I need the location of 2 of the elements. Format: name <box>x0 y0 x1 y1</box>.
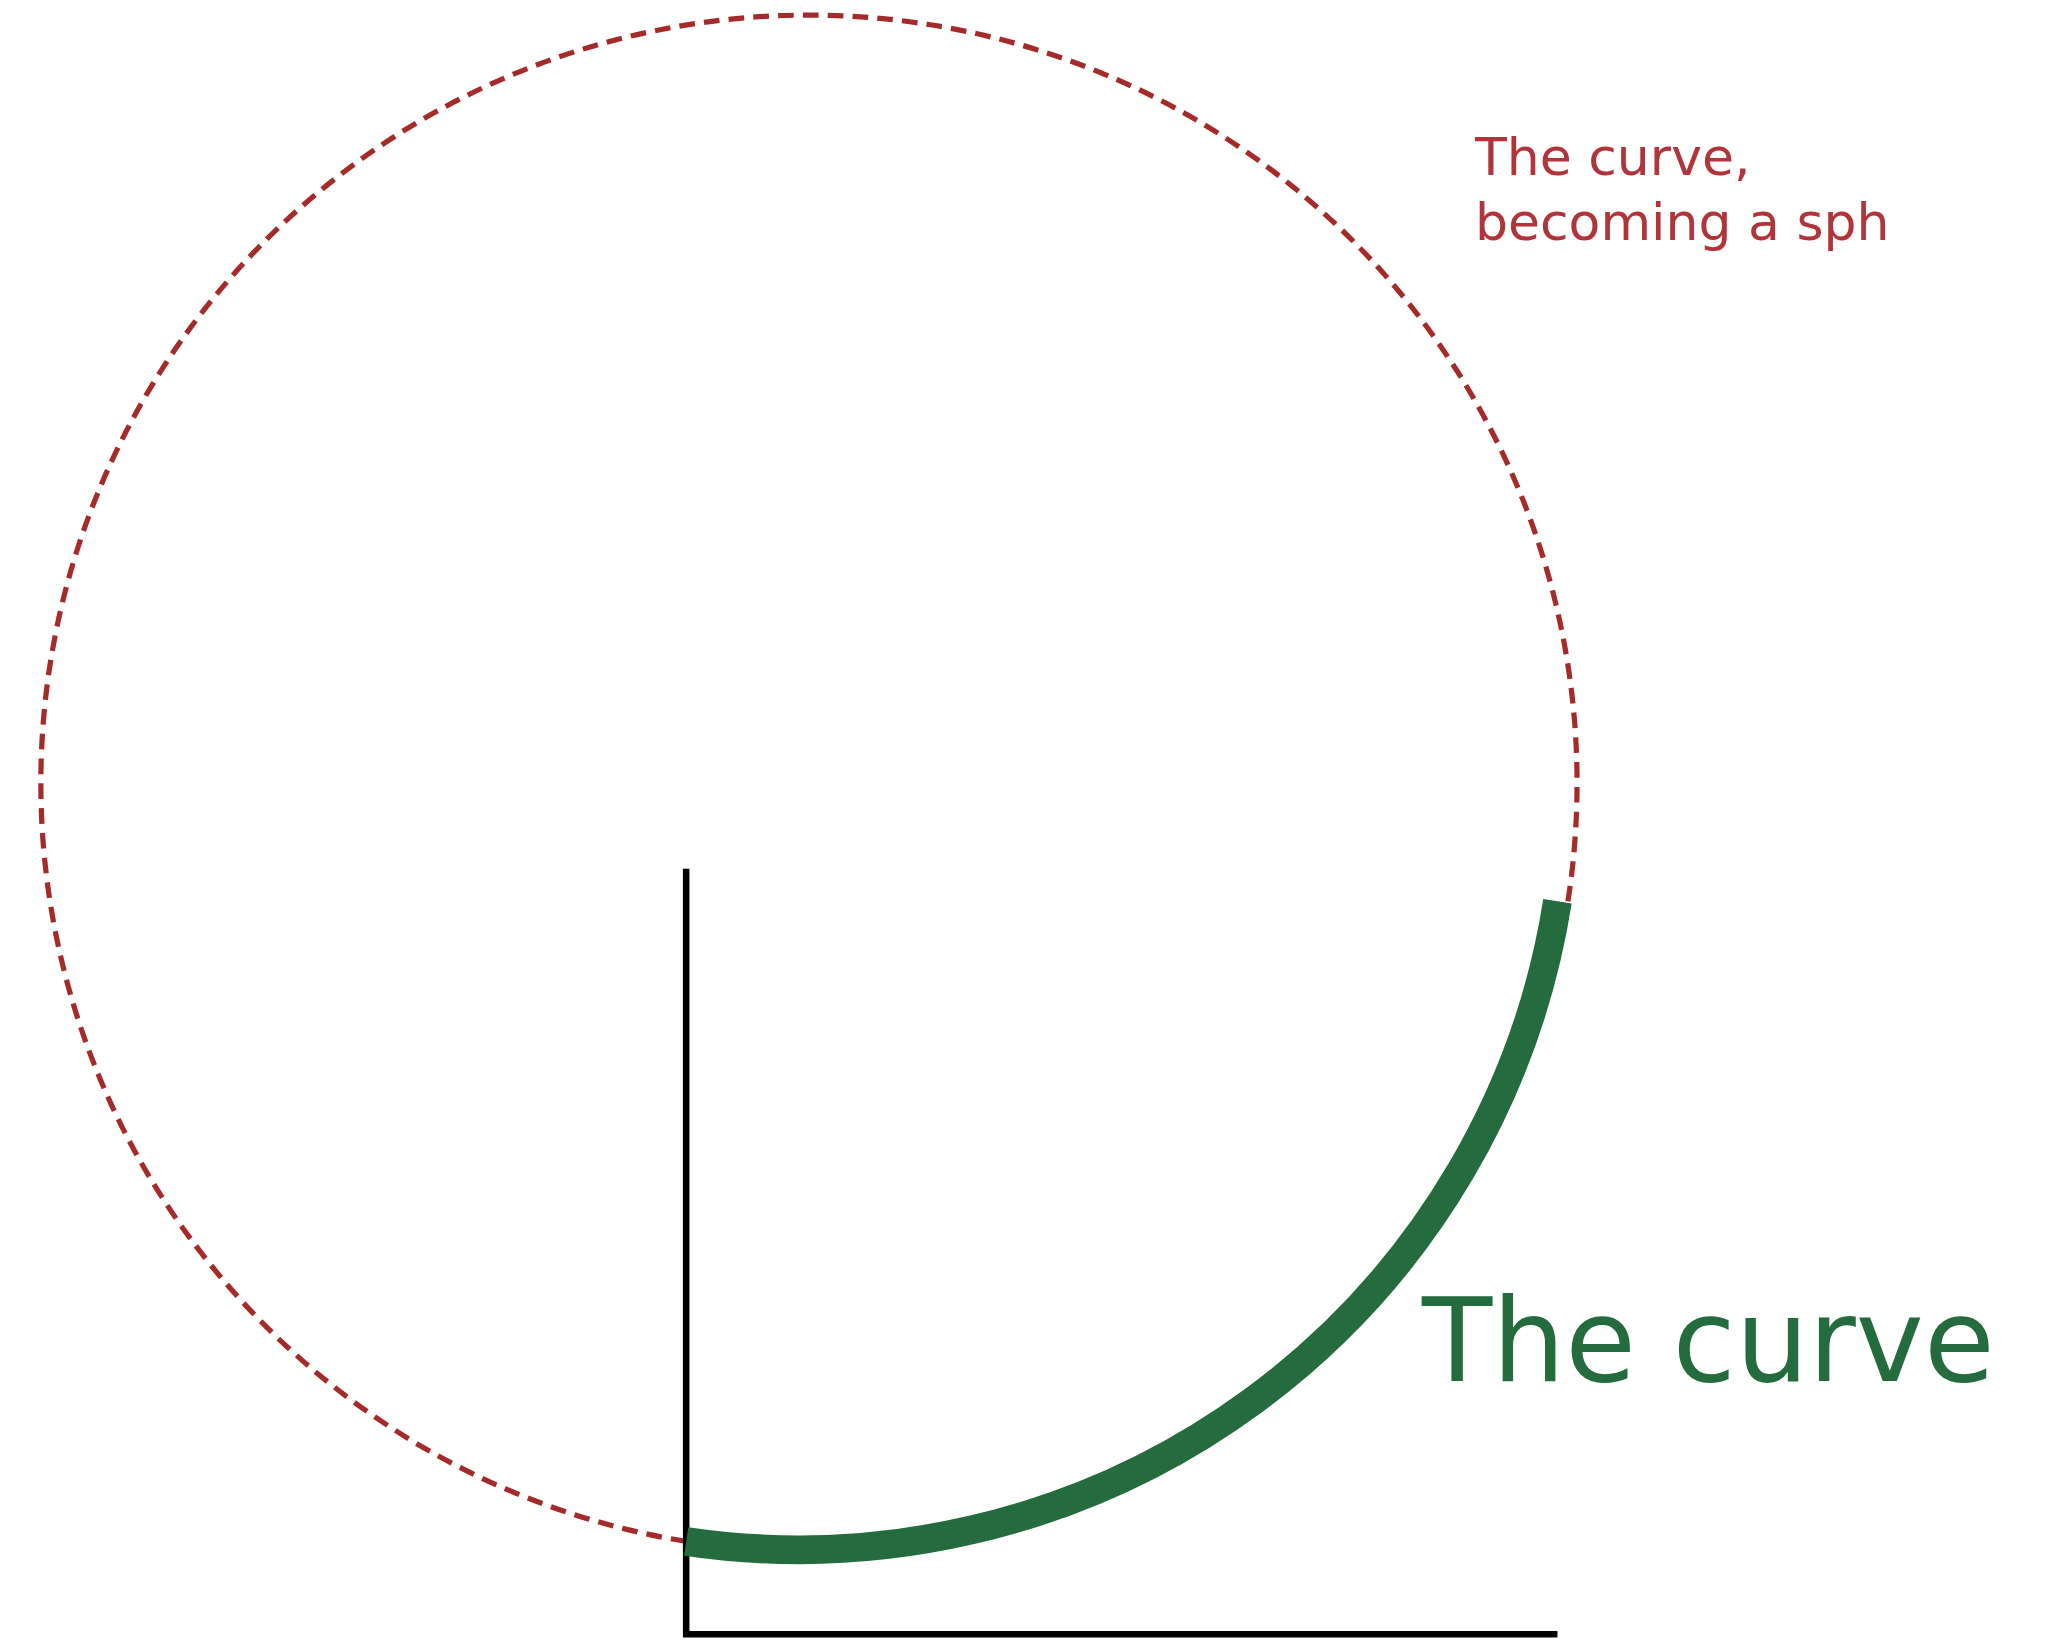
sphere-label: The curve, becoming a sph <box>1475 126 1891 254</box>
curve-label: The curve <box>1422 1273 1995 1410</box>
